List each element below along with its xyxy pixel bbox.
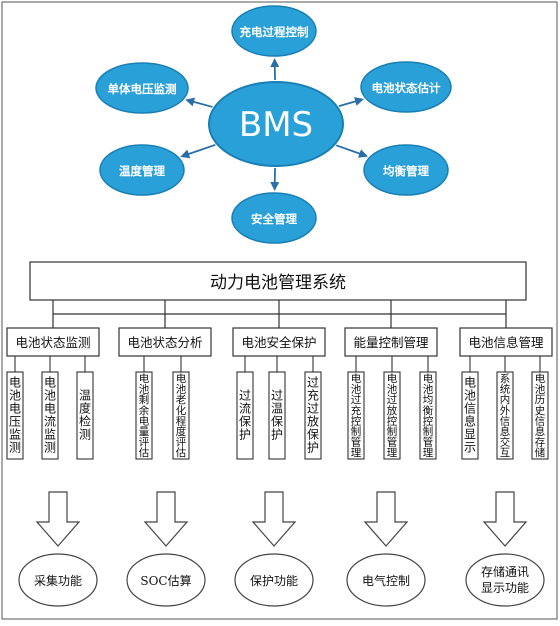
satellite-temperature-management: 温度管理 [100,145,184,195]
svg-text:单体电压监测: 单体电压监测 [108,82,177,96]
item-label: 电池信息显示 [464,376,476,455]
bms-hub-label: BMS [239,105,313,145]
result-node: SOC估算 [127,554,205,606]
satellite-safety-management: 安全管理 [232,193,316,243]
svg-text:电池状态估计: 电池状态估计 [372,81,441,95]
result-label: 保护功能 [250,574,298,588]
item-label: 电池过放控制管理 [387,372,398,459]
item-label: 电池电压监测 [9,376,21,455]
item-box: 系统内外信息交互 [497,372,513,459]
system-title: 动力电池管理系统 [210,273,346,293]
item-label: 过流保护 [239,389,251,442]
item-label: 电池老化程度评估 [176,372,187,459]
item-box: 电池信息显示 [462,372,478,459]
item-label: 过温保护 [271,389,283,442]
item-box: 电池电流监测 [42,372,58,459]
item-box: 电池历史信息存储 [532,372,548,459]
result-label: 存储通讯 [481,564,529,579]
satellite-state-estimation: 电池状态估计 [361,62,451,112]
satellite-balance-management: 均衡管理 [364,145,448,195]
svg-text:温度管理: 温度管理 [119,164,165,178]
category-label: 电池安全保护 [241,335,316,350]
result-label: 显示功能 [481,581,529,595]
svg-text:安全管理: 安全管理 [251,212,297,226]
item-box: 电池过充控制管理 [348,372,364,459]
item-box: 过温保护 [269,372,285,459]
item-box: 电池过放控制管理 [384,372,400,459]
result-label: SOC估算 [140,573,191,588]
item-label: 过充过放保护 [307,376,319,455]
item-label: 系统内外信息交互 [500,373,511,459]
result-label: 采集功能 [34,573,82,588]
category-label: 电池信息管理 [468,335,544,350]
category-label: 电池状态分析 [127,335,202,350]
item-label: 电池过充控制管理 [351,372,362,459]
satellite-cell-voltage-monitoring: 单体电压监测 [96,63,188,113]
item-box: 电池老化程度评估 [173,372,189,459]
svg-text:充电过程控制: 充电过程控制 [240,25,309,39]
item-box: 温度检测 [77,372,93,459]
item-label: 电池电流监测 [44,376,56,455]
item-box: 电池剩余电量评估 [136,372,152,459]
item-label: 温度检测 [79,389,91,442]
svg-text:均衡管理: 均衡管理 [383,164,429,178]
item-box: 电池电压监测 [7,372,23,459]
category-label: 能量控制管理 [353,335,429,350]
category-label: 电池状态监测 [15,335,90,350]
item-label: 电池历史信息存储 [535,372,546,459]
result-label: 电气控制 [362,573,410,588]
result-node: 保护功能 [235,554,313,606]
item-box: 电池均衡控制管理 [420,372,436,459]
result-node: 采集功能 [19,554,97,606]
item-label: 电池剩余电量评估 [139,372,150,459]
item-box: 过充过放保护 [305,372,321,459]
item-label: 电池均衡控制管理 [423,372,434,459]
item-box: 过流保护 [237,372,253,459]
result-node: 电气控制 [347,554,425,606]
satellite-charge-control: 充电过程控制 [232,6,316,56]
